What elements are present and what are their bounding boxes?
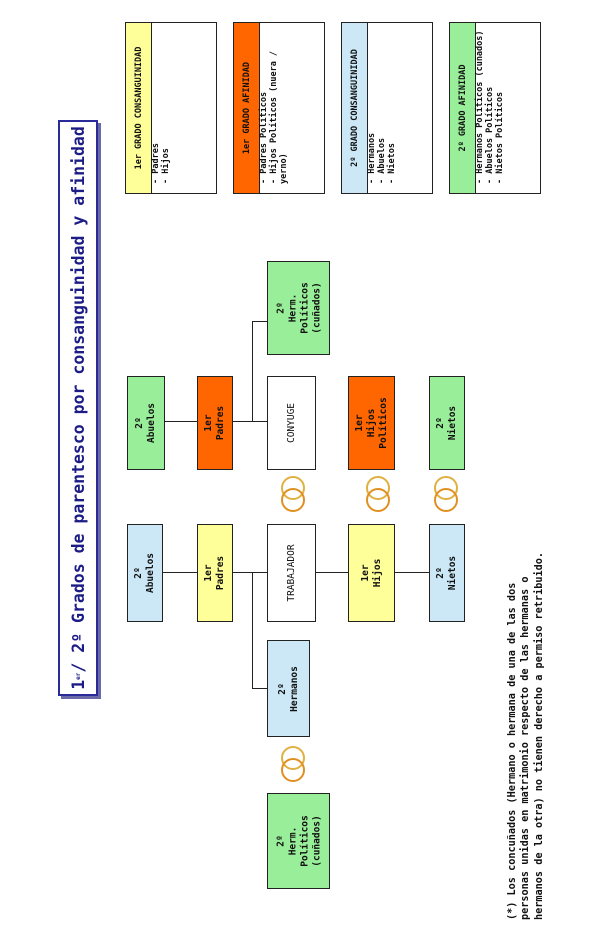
footnote: (*) Los concuñados (Hermano o hermana de…	[506, 540, 576, 920]
connector	[252, 688, 267, 690]
node-label: CONYUGE	[285, 402, 297, 444]
connector	[252, 572, 254, 688]
legend-item: - Nietos Políticos	[494, 91, 505, 184]
footnote-text: (*) Los concuñados (Hermano o hermana de…	[507, 551, 545, 920]
connector	[161, 572, 197, 574]
legend-2o-afinidad: 2º GRADO AFINIDAD - Hermanos Políticos (…	[449, 22, 541, 194]
legend-2o-consanguinidad: 2º GRADO CONSANGUINIDAD - Hermanos - Abu…	[341, 22, 433, 194]
node-trabajador: TRABAJADOR	[267, 524, 316, 622]
connector	[252, 321, 254, 421]
connector	[231, 572, 267, 574]
node-hermanos: 2º Hermanos	[267, 640, 310, 737]
node-cunados-afinidad: 2º Herm. Políticos (cuñados)	[267, 261, 330, 355]
legend-1er-consanguinidad: 1er GRADO CONSANGUINIDAD - Padres - Hijo…	[125, 22, 217, 194]
connector	[163, 421, 197, 423]
node-label: TRABAJADOR	[285, 544, 297, 602]
node-nietos-consanguinidad: 2º Nietos	[429, 524, 465, 622]
wedding-rings-icon	[281, 746, 305, 782]
node-conyuge: CONYUGE	[267, 376, 316, 470]
legend-1er-afinidad: 1er GRADO AFINIDAD - Padres Políticos - …	[233, 22, 325, 194]
node-abuelos-afinidad: 2º Abuelos	[127, 376, 165, 470]
node-label: 2º Nietos	[435, 405, 458, 441]
node-label: 2º Abuelos	[134, 402, 157, 444]
legend-body: - Padres - Hijos	[151, 23, 216, 193]
legend-item: - Hijos	[160, 148, 171, 184]
node-padres-afinidad: 1er Padres	[197, 376, 233, 470]
legend-item: - Hijos Políticos (nuera / yerno)	[268, 45, 289, 184]
wedding-rings-icon	[281, 476, 305, 512]
legend-body: - Padres Políticos - Hijos Políticos (nu…	[259, 23, 324, 193]
legend-header: 2º GRADO AFINIDAD	[450, 23, 476, 193]
connector	[393, 572, 429, 574]
connector	[231, 421, 267, 423]
node-label: 2º Herm. Políticos (cuñados)	[274, 815, 322, 867]
node-label: 1er Hijos	[359, 558, 383, 588]
connector	[252, 321, 267, 323]
wedding-rings-icon	[434, 476, 458, 512]
legend-body: - Hermanos Políticos (cuñados) - Abuelos…	[475, 23, 540, 193]
node-label: 2º Abuelos	[133, 552, 156, 594]
title-sup: er	[74, 672, 82, 680]
title-prefix: 1	[68, 679, 88, 690]
connector	[314, 572, 348, 574]
node-nietos-afinidad: 2º Nietos	[429, 376, 465, 470]
node-hijos-politicos: 1er Hijos Políticos	[348, 376, 395, 470]
node-label: 2º Hermanos	[276, 665, 300, 712]
node-label: 1er Padres	[203, 405, 226, 441]
title-text: / 2º Grados de parentesco por consanguin…	[68, 126, 88, 673]
legend-header: 1er GRADO CONSANGUINIDAD	[126, 23, 152, 193]
node-cunados-consanguinidad: 2º Herm. Políticos (cuñados)	[267, 793, 330, 889]
wedding-rings-icon	[366, 476, 390, 512]
node-abuelos-consanguinidad: 2º Abuelos	[127, 524, 163, 622]
legend-item: - Nietos	[386, 143, 397, 184]
node-label: 1er Padres	[203, 555, 226, 591]
legend-body: - Hermanos - Abuelos - Nietos	[367, 23, 432, 193]
node-hijos: 1er Hijos	[348, 524, 395, 622]
legend-header: 1er GRADO AFINIDAD	[234, 23, 260, 193]
node-padres-consanguinidad: 1er Padres	[197, 524, 233, 622]
legend-header: 2º GRADO CONSANGUINIDAD	[342, 23, 368, 193]
node-label: 1er Hijos Políticos	[353, 397, 389, 449]
node-label: 2º Nietos	[435, 555, 458, 591]
node-label: 2º Herm. Políticos (cuñados)	[274, 282, 322, 334]
